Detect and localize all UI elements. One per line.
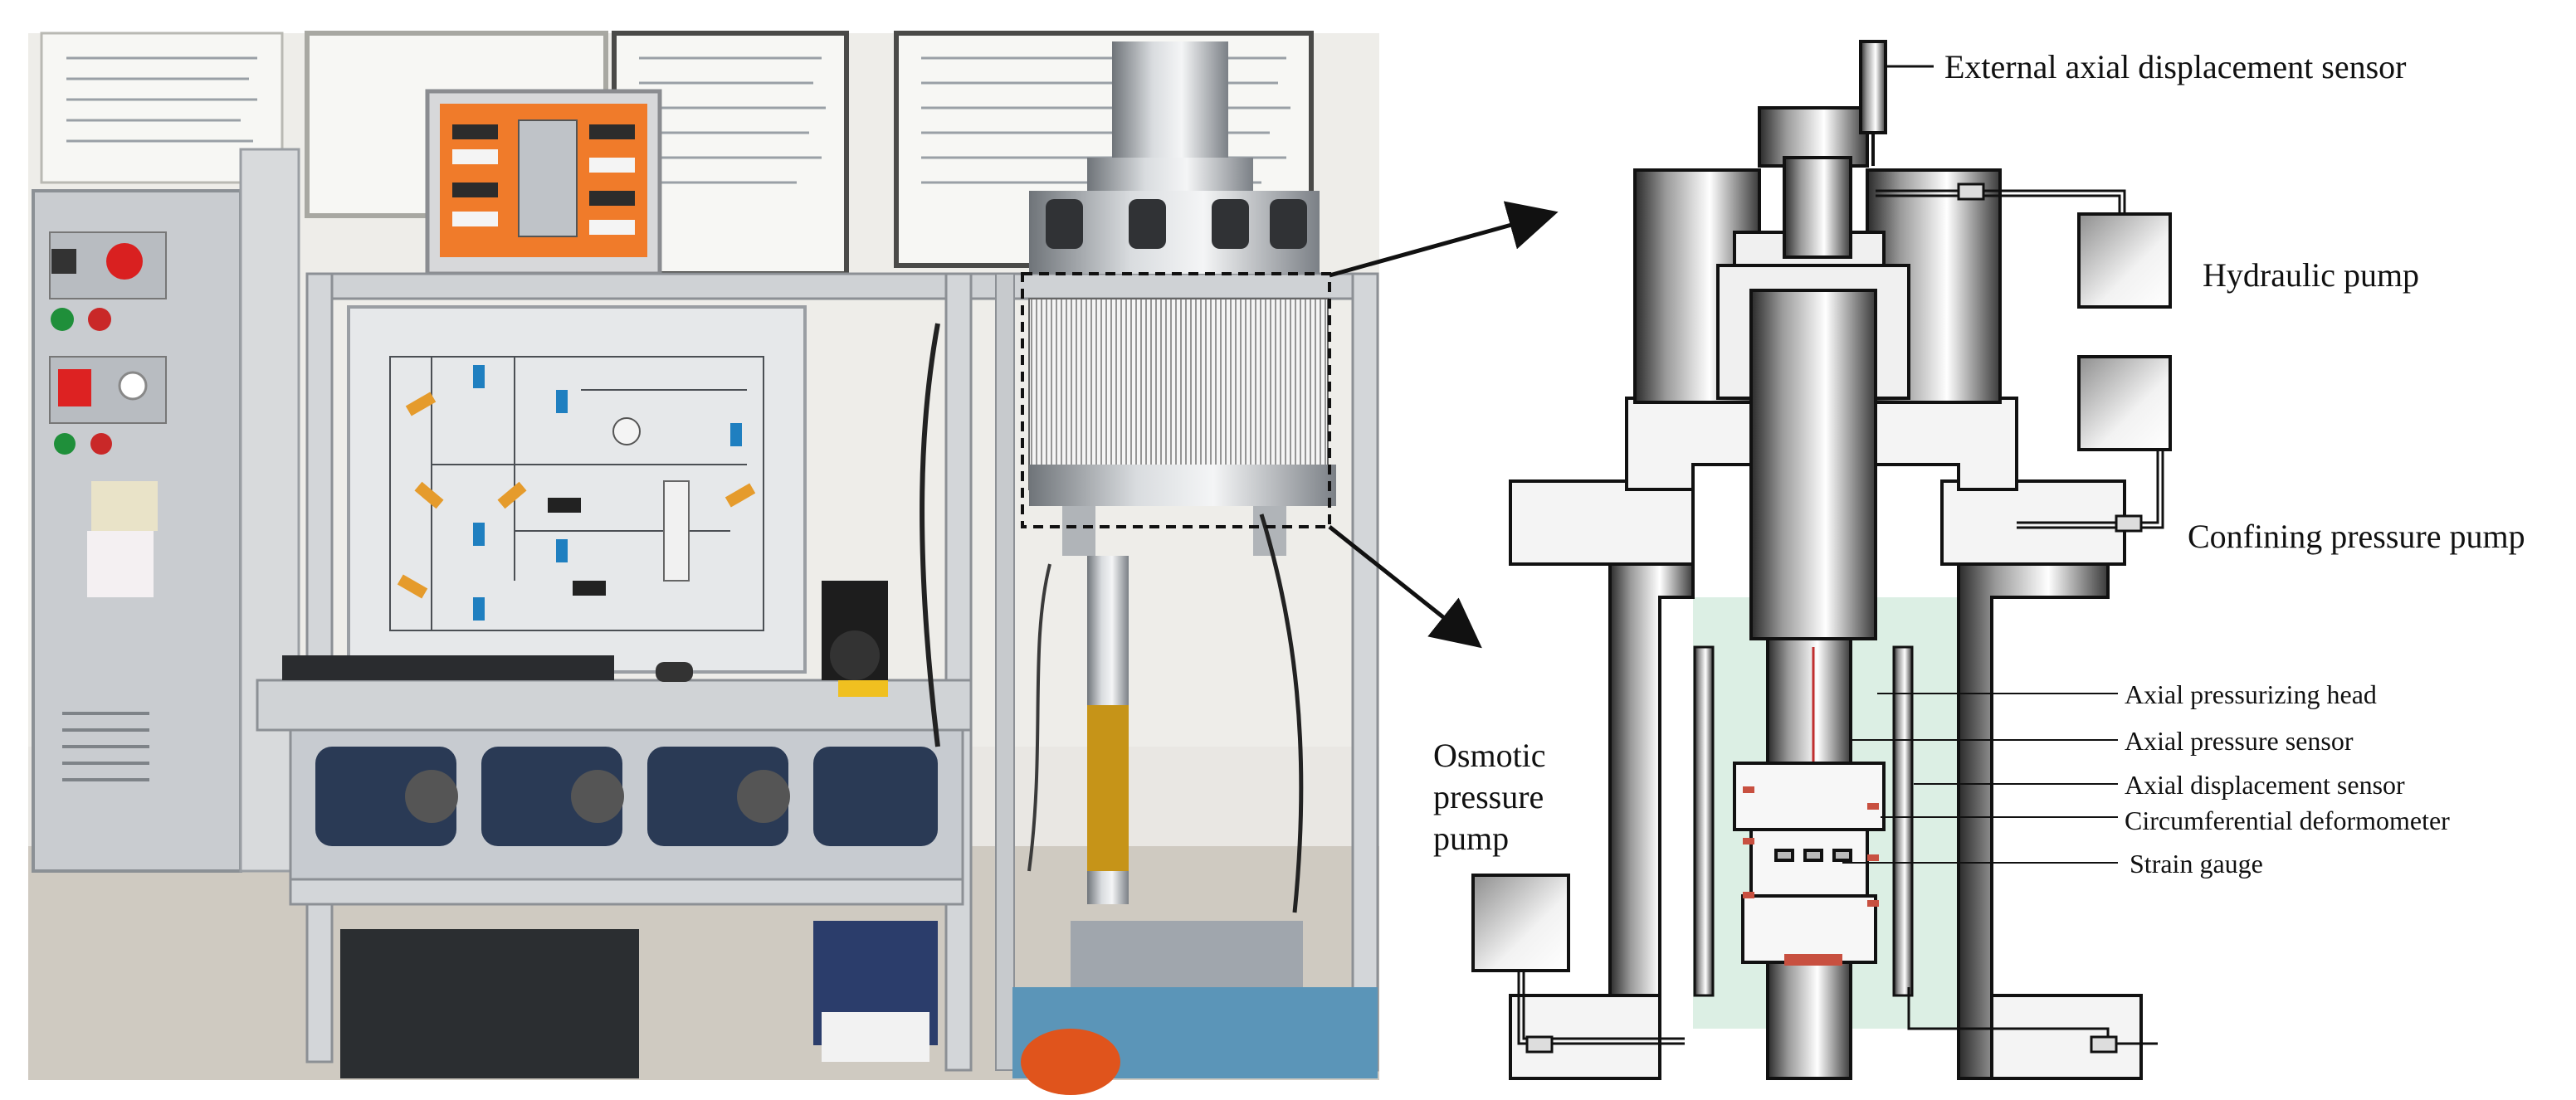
confining-pump-box — [2077, 355, 2172, 451]
leader-lines — [1842, 693, 2118, 864]
callout-arrow-top — [1329, 201, 1559, 278]
apparatus-photo — [28, 31, 1379, 1095]
label-confining-pressure-pump: Confining pressure pump — [2188, 518, 2525, 555]
schematic-diagram — [1471, 40, 2172, 1080]
label-osmotic-line3: pump — [1433, 820, 1509, 857]
internal-displacement-sensors — [1693, 645, 1914, 997]
triaxial-cell-photo — [920, 41, 1378, 1095]
test-bench-frame — [256, 272, 1379, 1078]
callout-arrow-bottom — [1328, 525, 1482, 649]
label-osmotic-line2: pressure — [1433, 778, 1544, 815]
label-axial-pressure-sensor: Axial pressure sensor — [2125, 726, 2354, 756]
piston-column — [1733, 289, 1886, 1080]
label-hydraulic-pump: Hydraulic pump — [2203, 256, 2419, 294]
control-cabinet — [32, 148, 300, 873]
pump-boxes — [1471, 212, 2172, 972]
labels: External axial displacement sensor Hydra… — [1433, 48, 2525, 879]
control-monitor — [425, 89, 662, 290]
label-axial-displacement-sensor: Axial displacement sensor — [2125, 770, 2405, 800]
osmotic-pump-box — [1471, 874, 1570, 972]
label-osmotic-line1: Osmotic — [1433, 737, 1546, 774]
strain-markers — [1743, 786, 1879, 966]
callout-box — [1021, 272, 1331, 528]
label-axial-pressurizing-head: Axial pressurizing head — [2125, 679, 2377, 709]
label-strain-gauge: Strain gauge — [2130, 849, 2263, 879]
pipes — [1517, 183, 2164, 1054]
label-circumferential-deformometer: Circumferential deformometer — [2125, 806, 2450, 835]
hydraulic-pump-box — [2077, 212, 2172, 309]
external-displacement-sensor — [1859, 40, 1934, 166]
label-external-axial-displacement-sensor: External axial displacement sensor — [1944, 48, 2406, 85]
